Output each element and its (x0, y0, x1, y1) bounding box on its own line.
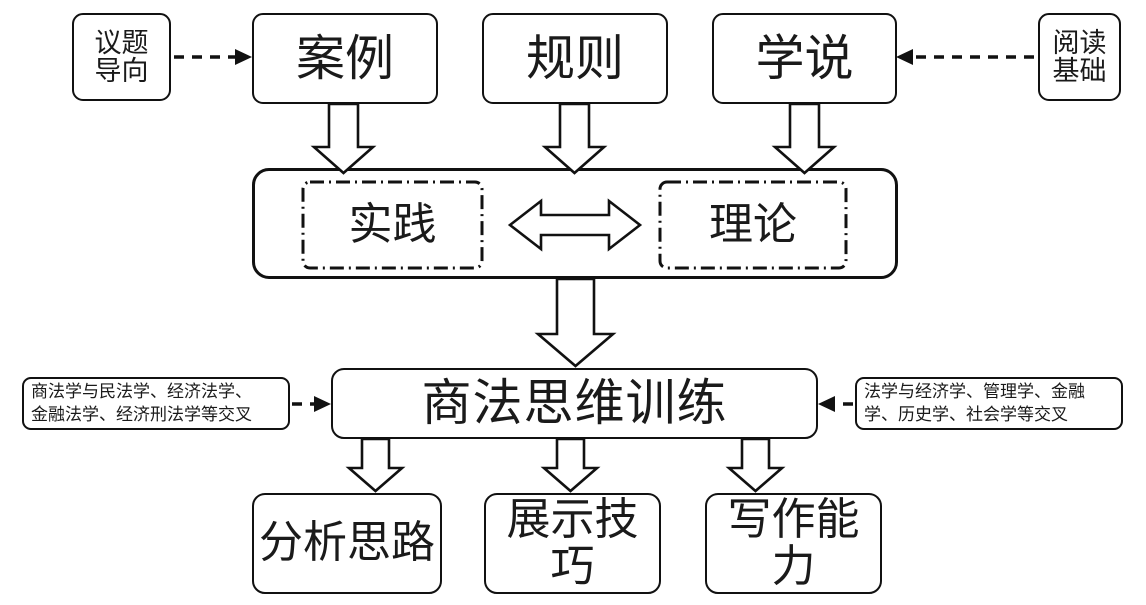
node-reading-basis[interactable]: 阅读 基础 (1038, 13, 1121, 101)
node-presentation-skill[interactable]: 展示技巧 (484, 493, 661, 594)
dashdot-border-theory (658, 180, 848, 270)
note-left-interdisciplinary-law[interactable]: 商法学与民法学、经济法学、 金融法学、经济刑法学等交叉 (22, 377, 290, 430)
node-issue-oriented[interactable]: 议题 导向 (72, 13, 171, 101)
block-arrow-doctrine-down (771, 102, 838, 175)
node-doctrine[interactable]: 学说 (712, 13, 897, 104)
block-arrow-band-to-center (534, 277, 617, 368)
block-arrow-center-to-analysis (345, 437, 406, 493)
node-case[interactable]: 案例 (252, 13, 438, 104)
dashdot-border-practice (301, 180, 484, 270)
node-commercial-law-thinking-training[interactable]: 商法思维训练 (331, 368, 818, 439)
dashed-arrow-right-note-to-center (818, 396, 853, 412)
block-arrow-center-to-presentation (540, 437, 601, 493)
node-analysis-approach[interactable]: 分析思路 (252, 493, 442, 594)
block-arrow-center-to-writing (725, 437, 786, 493)
dashed-arrow-left-note-to-center (292, 396, 331, 412)
node-rule[interactable]: 规则 (482, 13, 668, 104)
dashed-arrow-issue-to-case (174, 49, 252, 65)
node-practice[interactable]: 实践 (301, 180, 484, 270)
node-writing-ability[interactable]: 写作能力 (705, 493, 882, 594)
dashed-arrow-reading-to-doctrine (896, 49, 1034, 65)
node-theory[interactable]: 理论 (658, 180, 848, 270)
block-arrow-rule-down (541, 102, 608, 175)
note-right-interdisciplinary-social[interactable]: 法学与经济学、管理学、金融 学、历史学、社会学等交叉 (855, 377, 1123, 430)
block-arrow-case-down (310, 102, 377, 175)
